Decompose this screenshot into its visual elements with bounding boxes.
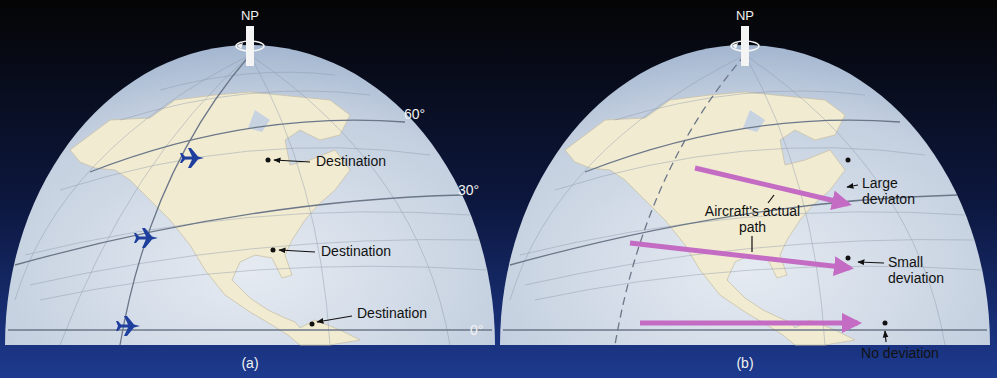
pole-label: NP xyxy=(725,8,765,24)
latitude-label: 0° xyxy=(470,322,496,338)
deviation-label: Small deviation xyxy=(888,254,968,286)
destination-label: Destination xyxy=(321,243,431,259)
destination-label: Destination xyxy=(357,305,467,321)
latitude-label: 60° xyxy=(404,106,444,122)
path-label: Aircraft's actual path xyxy=(700,203,805,235)
latitude-label: 30° xyxy=(458,182,498,198)
deviation-label: No deviation xyxy=(835,345,965,361)
panel-label: (a) xyxy=(225,355,275,371)
pole-label: NP xyxy=(230,8,270,24)
panel-label: (b) xyxy=(720,355,770,371)
destination-label: Destination xyxy=(316,153,426,169)
deviation-label: Large deviaton xyxy=(862,175,937,207)
